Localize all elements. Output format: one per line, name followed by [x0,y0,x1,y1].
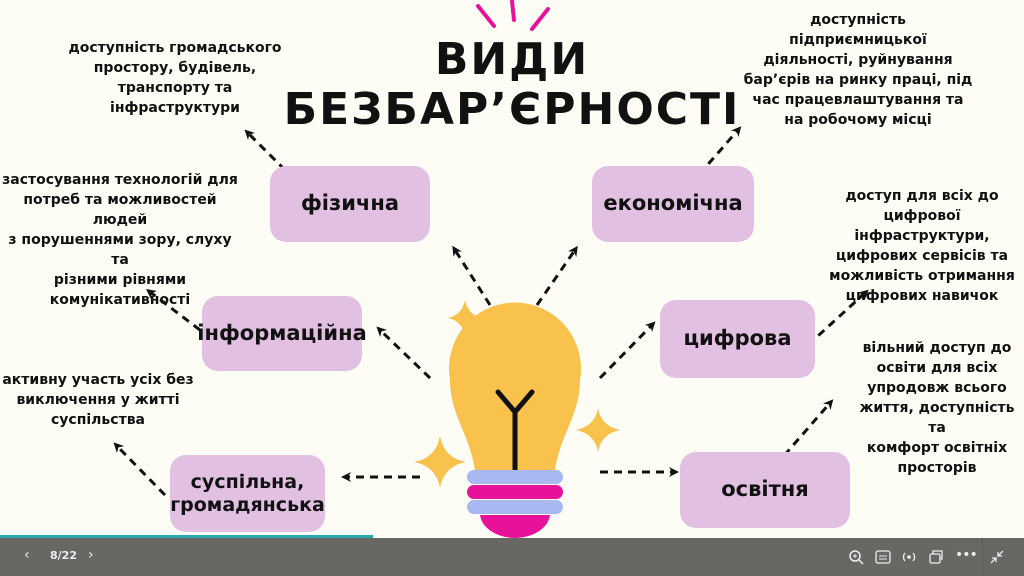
arrow [688,126,742,186]
box-social: суспільна, громадянська [170,455,325,532]
title-line-1: ВИДИ [434,34,590,85]
popout-icon[interactable] [928,549,944,565]
sparkle-icon [414,436,466,488]
rays [476,0,550,31]
desc-social: активну участь усіх без виключення у жит… [2,372,194,428]
chevron-right-icon[interactable]: › [88,547,94,563]
bulb-base [467,470,563,484]
arrow [376,326,432,380]
page-indicator: 8/22 [50,549,77,562]
more-icon[interactable]: ••• [955,547,978,563]
box-educational: освітня [680,452,850,528]
ray [510,0,516,22]
arrow [113,442,167,497]
diagram-graphics [113,0,869,538]
arrow [535,245,578,306]
arrow [452,245,492,306]
arrow [244,129,297,182]
ray [530,7,550,31]
desc-informational: застосування технологій для потреб та мо… [2,172,238,308]
bulb-base [467,500,563,514]
sparkles [414,300,620,488]
broadcast-icon[interactable] [901,549,917,565]
desc-digital: доступ для всіх до цифрової інфраструкту… [829,188,1015,304]
toolbar-divider [982,538,983,576]
captions-icon[interactable] [875,550,891,564]
box-economic: економічна [592,166,754,242]
viewer-toolbar: ‹ 8/22 › ••• [0,538,1024,576]
bulb-glass [449,302,581,470]
lightbulb [449,302,581,538]
box-physical: фізична [270,166,430,242]
desc-educational: вільний доступ до освіти для всіх упродо… [859,340,1015,476]
desc-physical: доступність громадського простору, будів… [68,40,282,116]
arrow [146,288,201,332]
slide-progress-bar [0,535,373,538]
title-line-2: БЕЗБАР’ЄРНОСТІ [283,84,741,135]
slide: ВИДИ БЕЗБАР’ЄРНОСТІ фізична економічна і… [2,0,1015,538]
bulb-base [467,485,563,499]
arrow [598,321,656,380]
desc-economic: доступність підприємницької діяльності, … [743,12,973,128]
sparkle-icon [576,408,620,452]
sparkle-icon [448,300,482,336]
box-informational: інформаційна [197,296,367,371]
box-digital: цифрова [660,300,815,378]
exit-fullscreen-icon[interactable] [989,549,1005,565]
chevron-left-icon[interactable]: ‹ [24,547,30,563]
ray [476,4,496,28]
zoom-icon[interactable] [848,549,864,565]
